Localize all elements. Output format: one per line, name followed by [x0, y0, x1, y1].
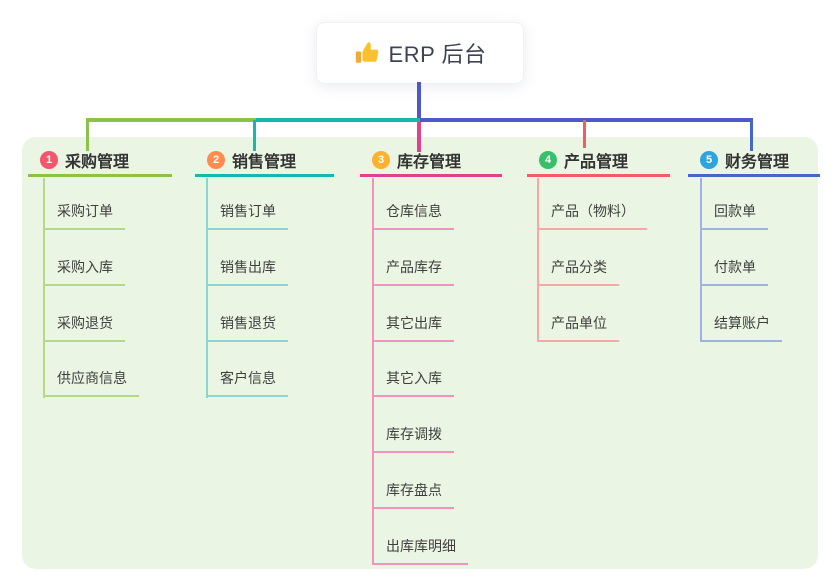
branch-child-connector: [372, 178, 374, 565]
connector-bus-right: [420, 118, 753, 122]
mindmap-node[interactable]: 客户信息: [206, 368, 288, 397]
connector-drop-purchase: [86, 120, 89, 151]
mindmap-node[interactable]: 产品单位: [537, 313, 619, 342]
branch-header-finance[interactable]: 5 财务管理: [688, 145, 820, 177]
branch-number-badge: 1: [40, 150, 58, 169]
mindmap-node[interactable]: 产品（物料）: [537, 201, 647, 230]
branch-label: 库存管理: [397, 153, 462, 171]
branch-number-badge: 5: [700, 150, 718, 169]
mindmap-node[interactable]: 付款单: [700, 257, 768, 286]
branch-label: 产品管理: [564, 153, 629, 171]
branch-number-badge: 2: [207, 150, 225, 169]
mindmap-node[interactable]: 采购入库: [43, 257, 125, 286]
branch-label: 销售管理: [232, 153, 297, 171]
mindmap-node[interactable]: 出库库明细: [372, 536, 468, 565]
connector-drop-inventory: [417, 122, 421, 152]
branch-header-inventory[interactable]: 3 库存管理: [360, 145, 502, 177]
thumbs-up-icon: [354, 40, 380, 66]
mindmap-node[interactable]: 销售订单: [206, 201, 288, 230]
connector-trunk: [417, 82, 421, 122]
root-node[interactable]: ERP 后台: [316, 22, 524, 84]
mindmap-node[interactable]: 库存盘点: [372, 480, 454, 509]
mindmap-node[interactable]: 采购订单: [43, 201, 125, 230]
branch-child-connector: [537, 178, 539, 342]
mindmap-node[interactable]: 其它入库: [372, 368, 454, 397]
mindmap-node[interactable]: 结算账户: [700, 313, 782, 342]
connector-bus-purchase: [86, 118, 256, 122]
mindmap-node[interactable]: 产品库存: [372, 257, 454, 286]
branch-header-product[interactable]: 4 产品管理: [527, 145, 670, 177]
mindmap-node[interactable]: 采购退货: [43, 313, 125, 342]
branch-label: 财务管理: [725, 153, 790, 171]
branch-child-connector: [43, 178, 45, 398]
mindmap-node[interactable]: 供应商信息: [43, 368, 139, 397]
branch-number-badge: 3: [372, 150, 390, 169]
mindmap-node[interactable]: 其它出库: [372, 313, 454, 342]
mindmap-node[interactable]: 回款单: [700, 201, 768, 230]
mindmap-node[interactable]: 销售退货: [206, 313, 288, 342]
root-label: ERP 后台: [388, 42, 487, 67]
connector-bus-sales: [256, 118, 420, 122]
branch-header-sales[interactable]: 2 销售管理: [195, 145, 334, 177]
connector-drop-finance: [750, 120, 753, 151]
mindmap-node[interactable]: 销售出库: [206, 257, 288, 286]
branch-header-purchase[interactable]: 1 采购管理: [28, 145, 172, 177]
mindmap-node[interactable]: 仓库信息: [372, 201, 454, 230]
connector-drop-sales: [253, 120, 256, 151]
branch-label: 采购管理: [65, 153, 130, 171]
branch-child-connector: [206, 178, 208, 398]
branch-child-connector: [700, 178, 702, 342]
mindmap-node[interactable]: 产品分类: [537, 257, 619, 286]
connector-drop-product: [583, 120, 586, 148]
branch-number-badge: 4: [539, 150, 557, 169]
mindmap-panel: [22, 137, 818, 569]
mindmap-node[interactable]: 库存调拨: [372, 424, 454, 453]
